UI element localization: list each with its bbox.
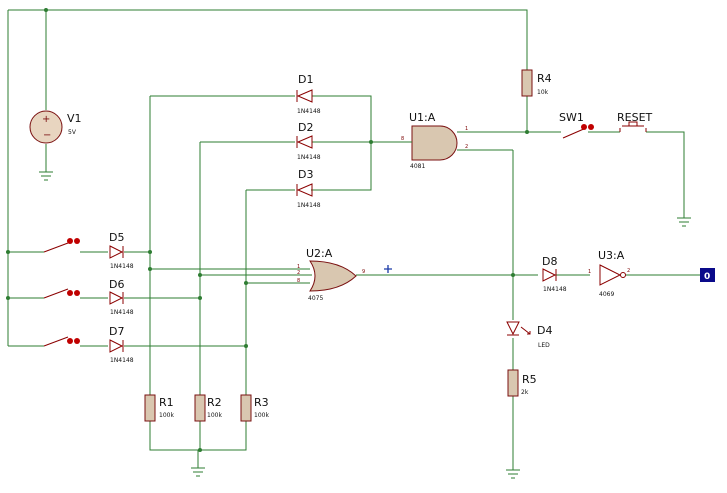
diode-d3[interactable]: D3 1N4148 — [296, 168, 321, 209]
u2-value: 4075 — [308, 295, 323, 302]
output-value: 0 — [704, 272, 710, 282]
u3-pin-1: 1 — [588, 269, 591, 275]
d6-value: 1N4148 — [110, 309, 134, 316]
logic-probe-icon[interactable] — [384, 265, 392, 273]
ground-icon — [191, 467, 205, 477]
u3-pin-2: 2 — [627, 268, 630, 274]
sw1-ref: SW1 — [559, 111, 584, 124]
r4-value: 10k — [537, 89, 549, 96]
ground-icon — [677, 217, 691, 227]
u1-value: 4081 — [410, 163, 425, 170]
resistor-r5[interactable]: R5 2k — [507, 369, 537, 397]
d4-value: LED — [538, 342, 550, 349]
reset-ref: RESET — [617, 111, 653, 124]
inverter-u3[interactable]: U3:A 4069 1 2 — [588, 249, 630, 298]
input-switch-2[interactable] — [43, 288, 80, 299]
v1-ref: V1 — [67, 112, 82, 125]
d3-ref: D3 — [298, 168, 313, 181]
reset-button[interactable]: RESET — [617, 111, 653, 132]
d3-value: 1N4148 — [297, 202, 321, 209]
r3-value: 100k — [254, 412, 269, 419]
and-gate-u1[interactable]: U1:A 4081 8 1 2 — [401, 111, 468, 170]
d6-ref: D6 — [109, 278, 124, 291]
diode-d7[interactable]: D7 1N4148 — [109, 325, 134, 364]
voltage-source-v1[interactable]: + − V1 5V — [29, 110, 82, 144]
d2-value: 1N4148 — [297, 154, 321, 161]
svg-text:−: − — [43, 130, 51, 141]
u1-pin-1: 1 — [465, 126, 468, 132]
u2-pin-8: 8 — [297, 278, 300, 284]
switch-sw1[interactable]: SW1 — [559, 111, 594, 139]
u2-pin-1: 1 — [297, 264, 300, 270]
r4-ref: R4 — [537, 72, 552, 85]
resistor-r4[interactable]: R4 10k — [521, 69, 552, 97]
d4-ref: D4 — [537, 324, 552, 337]
r5-value: 2k — [521, 389, 529, 396]
d2-ref: D2 — [298, 121, 313, 134]
diode-d1[interactable]: D1 1N4148 — [296, 73, 321, 115]
resistor-r1[interactable]: R1 100k — [144, 394, 174, 422]
d5-value: 1N4148 — [110, 263, 134, 270]
u2-pin-9: 9 — [362, 269, 365, 275]
r2-ref: R2 — [207, 396, 222, 409]
diode-d2[interactable]: D2 1N4148 — [296, 121, 321, 161]
u1-ref: U1:A — [409, 111, 436, 124]
input-switch-3[interactable] — [43, 336, 80, 347]
u3-value: 4069 — [599, 291, 614, 298]
input-switch-1[interactable] — [43, 238, 80, 253]
d7-value: 1N4148 — [110, 357, 134, 364]
diode-d8[interactable]: D8 1N4148 — [542, 255, 567, 293]
u3-ref: U3:A — [598, 249, 625, 262]
u2-pin-2: 2 — [297, 270, 300, 276]
ground-icon — [506, 469, 520, 479]
d1-value: 1N4148 — [297, 108, 321, 115]
d7-ref: D7 — [109, 325, 124, 338]
resistor-r2[interactable]: R2 100k — [194, 394, 222, 422]
r1-value: 100k — [159, 412, 174, 419]
ground-symbols — [39, 171, 691, 479]
led-d4[interactable]: D4 LED — [506, 321, 552, 349]
svg-text:+: + — [42, 114, 50, 125]
r5-ref: R5 — [522, 373, 537, 386]
diode-d5[interactable]: D5 1N4148 — [109, 231, 134, 270]
r1-ref: R1 — [159, 396, 174, 409]
junctions — [6, 8, 529, 452]
d5-ref: D5 — [109, 231, 124, 244]
wires — [7, 9, 700, 470]
u1-pin-2: 2 — [465, 144, 468, 150]
d1-ref: D1 — [298, 73, 313, 86]
output-logic-state[interactable]: 0 — [700, 268, 715, 282]
or-gate-u2[interactable]: U2:A 4075 1 2 8 9 — [297, 247, 365, 302]
resistor-r3[interactable]: R3 100k — [240, 394, 269, 422]
d8-value: 1N4148 — [543, 286, 567, 293]
d8-ref: D8 — [542, 255, 557, 268]
u1-pin-8: 8 — [401, 136, 404, 142]
r3-ref: R3 — [254, 396, 269, 409]
v1-value: 5V — [68, 129, 77, 136]
r2-value: 100k — [207, 412, 222, 419]
diode-d6[interactable]: D6 1N4148 — [109, 278, 134, 316]
u2-ref: U2:A — [306, 247, 333, 260]
ground-icon — [39, 171, 53, 181]
